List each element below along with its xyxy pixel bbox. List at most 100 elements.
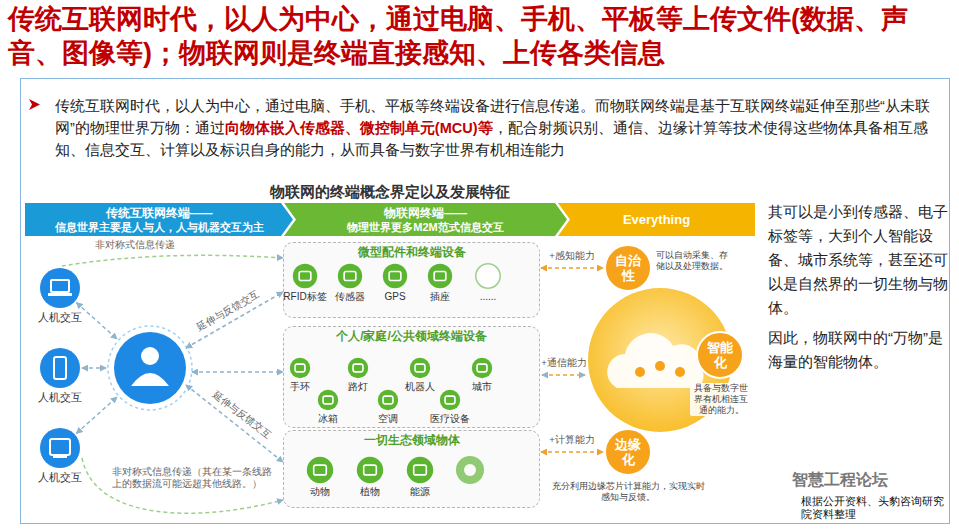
flow-arc	[82, 458, 283, 513]
ability-arrow	[542, 374, 585, 376]
item-label: 城市	[460, 381, 504, 393]
feature-name: 自治性	[613, 253, 643, 283]
extension-line	[186, 385, 283, 462]
item-icon	[466, 263, 510, 289]
tablet-stand	[53, 456, 67, 458]
terminal-item: 路灯	[336, 357, 380, 393]
category-box: RFID标签传感器GPS插座......微型配件和终端设备	[283, 242, 540, 318]
paragraph: 传统互联网时代，以人为中心，通过电脑、手机、平板等终端设备进行信息传递。而物联网…	[55, 95, 947, 161]
item-circle	[290, 358, 310, 378]
device-icon	[33, 268, 87, 308]
device-node: 人机交互	[33, 348, 87, 404]
item-circle	[472, 358, 492, 378]
category-box: 动物植物能源一切生态领域物体	[283, 430, 540, 508]
item-icon	[283, 263, 327, 289]
item-icon	[428, 389, 472, 411]
banner-subtitle: 信息世界主要是人与人，人与机器交互为主	[55, 220, 264, 234]
person-ring	[108, 326, 192, 410]
item-glyph	[364, 465, 377, 475]
terminal-item: 能源	[398, 456, 442, 498]
cloud-dot	[655, 361, 665, 371]
item-label: 空调	[366, 413, 410, 425]
item-circle	[440, 390, 460, 410]
side-text: 因此，物联网中的“万物”是海量的智能物体。	[768, 326, 948, 374]
terminal-item: 动物	[298, 456, 342, 498]
item-label: 手环	[278, 381, 322, 393]
item-label: 人机交互	[33, 391, 87, 404]
item-label: 动物	[298, 486, 342, 498]
extension-line	[192, 371, 283, 373]
item-label: 植物	[348, 486, 392, 498]
banner-subtitle: 物理世界更多M2M范式信息交互	[347, 220, 503, 234]
item-circle	[378, 390, 398, 410]
terminal-item: GPS	[373, 263, 417, 303]
terminal-item: 冰箱	[306, 389, 350, 425]
stage-banner: Everything	[558, 203, 755, 236]
item-glyph	[299, 271, 311, 280]
category-box: 手环冰箱路灯空调机器人医疗设备城市个人/家庭/公共领域终端设备	[283, 326, 540, 428]
item-glyph	[434, 271, 446, 280]
ability-label: +通信能力	[540, 357, 588, 369]
interaction-line	[76, 397, 117, 433]
item-circle	[293, 264, 317, 288]
item-icon	[278, 357, 322, 379]
text-panel: 传统互联网终端——信息世界主要是人与人，人与机器交互为主 物联网终端——物理世界更…	[20, 78, 950, 524]
feature-name: 边缘化	[613, 437, 643, 467]
item-circle	[476, 264, 500, 288]
item-icon	[348, 456, 392, 484]
feature-name: 智能化	[705, 340, 735, 370]
flow-note: 延伸与反馈交互	[210, 387, 273, 440]
flow-note: 非对称式信息传递（其在某一条线路上的数据流可能远超其他线路。）	[112, 466, 278, 490]
feature-circle: 边缘化充分利用边缘芯片计算能力，实现实时感知与反馈。	[604, 428, 652, 476]
phone-body	[54, 357, 66, 379]
flow-note: 延伸与反馈交互	[194, 287, 261, 333]
cloud-dot	[675, 367, 685, 377]
banner-arrow	[558, 203, 755, 236]
item-circle	[338, 264, 362, 288]
device-circle	[40, 428, 80, 468]
item-label: 医疗设备	[428, 413, 472, 425]
item-icon	[298, 456, 342, 484]
terminal-item: 空调	[366, 389, 410, 425]
item-label: 人机交互	[33, 311, 87, 324]
highlight-text: 向物体嵌入传感器、微控制单元(MCU)等	[225, 120, 493, 136]
item-label: RFID标签	[283, 291, 327, 303]
feature-desc: 可以自动采集、存储以及处理数据。	[656, 250, 728, 272]
item-circle	[428, 264, 452, 288]
device-circle	[40, 348, 80, 388]
terminal-item: RFID标签	[283, 263, 327, 303]
item-glyph	[323, 396, 333, 404]
device-icon	[33, 348, 87, 388]
watermark: 智慧工程论坛	[792, 470, 888, 490]
item-glyph	[295, 364, 305, 372]
item-circle	[410, 358, 430, 378]
banner-heading: 物联网终端——	[384, 206, 467, 220]
banner-heading: 传统互联网终端——	[106, 206, 213, 220]
item-glyph	[389, 271, 401, 280]
item-label: 能源	[398, 486, 442, 498]
terminal-item: 插座	[418, 263, 462, 303]
terminal-item: 城市	[460, 357, 504, 393]
terminal-item: 手环	[278, 357, 322, 393]
feature-circle-shape	[605, 245, 651, 291]
category-heading: 个人/家庭/公共领域终端设备	[284, 327, 539, 343]
interaction-line	[76, 303, 117, 339]
item-icon	[398, 357, 442, 379]
person-body	[131, 373, 169, 386]
cloud-dot	[635, 367, 645, 377]
banner-arrow	[25, 203, 293, 236]
tablet-body	[50, 439, 70, 455]
item-glyph	[445, 396, 455, 404]
terminal-item: ......	[466, 263, 510, 303]
person-circle	[114, 332, 186, 404]
feature-circle: 自治性可以自动采集、存储以及处理数据。	[604, 244, 652, 292]
flow-arc	[62, 255, 283, 266]
ability-connector	[541, 267, 603, 269]
stage-banner: 物联网终端——物理世界更多M2M范式信息交互	[284, 203, 567, 236]
item-label: ......	[466, 291, 510, 303]
item-label: 机器人	[398, 381, 442, 393]
terminal-item: 传感器	[328, 263, 372, 303]
item-circle	[357, 457, 383, 483]
item-icon	[336, 357, 380, 379]
feature-circle-shape	[697, 332, 743, 378]
